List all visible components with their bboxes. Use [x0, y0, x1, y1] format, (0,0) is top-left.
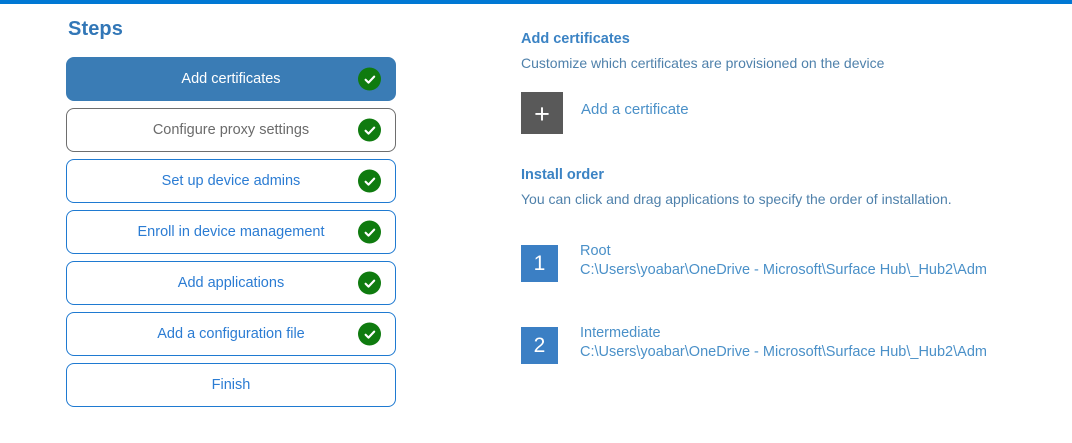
step-label: Enroll in device management — [137, 223, 325, 240]
top-accent-bar — [0, 0, 1072, 4]
install-order-heading: Install order — [521, 167, 604, 184]
steps-heading: Steps — [68, 18, 123, 40]
add-certificates-subheading: Customize which certificates are provisi… — [521, 54, 885, 71]
completed-check-icon — [358, 67, 381, 91]
step-label: Finish — [211, 376, 251, 393]
plus-icon[interactable]: + — [521, 92, 563, 135]
step-label: Add a configuration file — [157, 325, 305, 342]
step-button-set-up-device-admins[interactable]: Set up device admins — [66, 159, 396, 203]
add-certificates-heading: Add certificates — [521, 31, 630, 47]
completed-check-icon — [358, 220, 381, 244]
add-a-certificate-button[interactable]: + Add a certificate — [521, 92, 689, 135]
install-order-name: Intermediate — [580, 325, 661, 342]
step-button-add-a-configuration-file[interactable]: Add a configuration file — [66, 312, 396, 356]
install-order-number-badge: 2 — [521, 327, 558, 365]
install-order-section: Install order You can click and drag app… — [521, 166, 1072, 365]
step-label: Configure proxy settings — [152, 121, 310, 138]
step-label: Add applications — [177, 274, 285, 291]
completed-check-icon — [358, 169, 381, 193]
step-button-enroll-in-device-management[interactable]: Enroll in device management — [66, 210, 396, 254]
install-order-number-badge: 1 — [521, 245, 558, 283]
plus-glyph: + — [534, 98, 550, 129]
install-order-path: C:\Users\yoabar\OneDrive - Microsoft\Sur… — [580, 262, 987, 279]
completed-check-icon — [358, 118, 381, 142]
step-button-finish[interactable]: Finish — [66, 363, 396, 407]
step-label: Set up device admins — [161, 172, 301, 189]
install-order-path: C:\Users\yoabar\OneDrive - Microsoft\Sur… — [580, 344, 987, 361]
detail-panel: Add certificates Customize which certifi… — [521, 30, 1072, 406]
step-button-add-certificates[interactable]: Add certificates — [66, 57, 396, 101]
install-order-subheading: You can click and drag applications to s… — [521, 190, 952, 207]
step-button-add-applications[interactable]: Add applications — [66, 261, 396, 305]
completed-check-icon — [358, 271, 381, 295]
add-a-certificate-label: Add a certificate — [581, 100, 689, 118]
step-label: Add certificates — [181, 70, 281, 87]
completed-check-icon — [358, 322, 381, 346]
add-certificates-section: Add certificates Customize which certifi… — [521, 30, 1072, 135]
step-button-configure-proxy-settings[interactable]: Configure proxy settings — [66, 108, 396, 152]
install-order-name: Root — [580, 243, 611, 260]
